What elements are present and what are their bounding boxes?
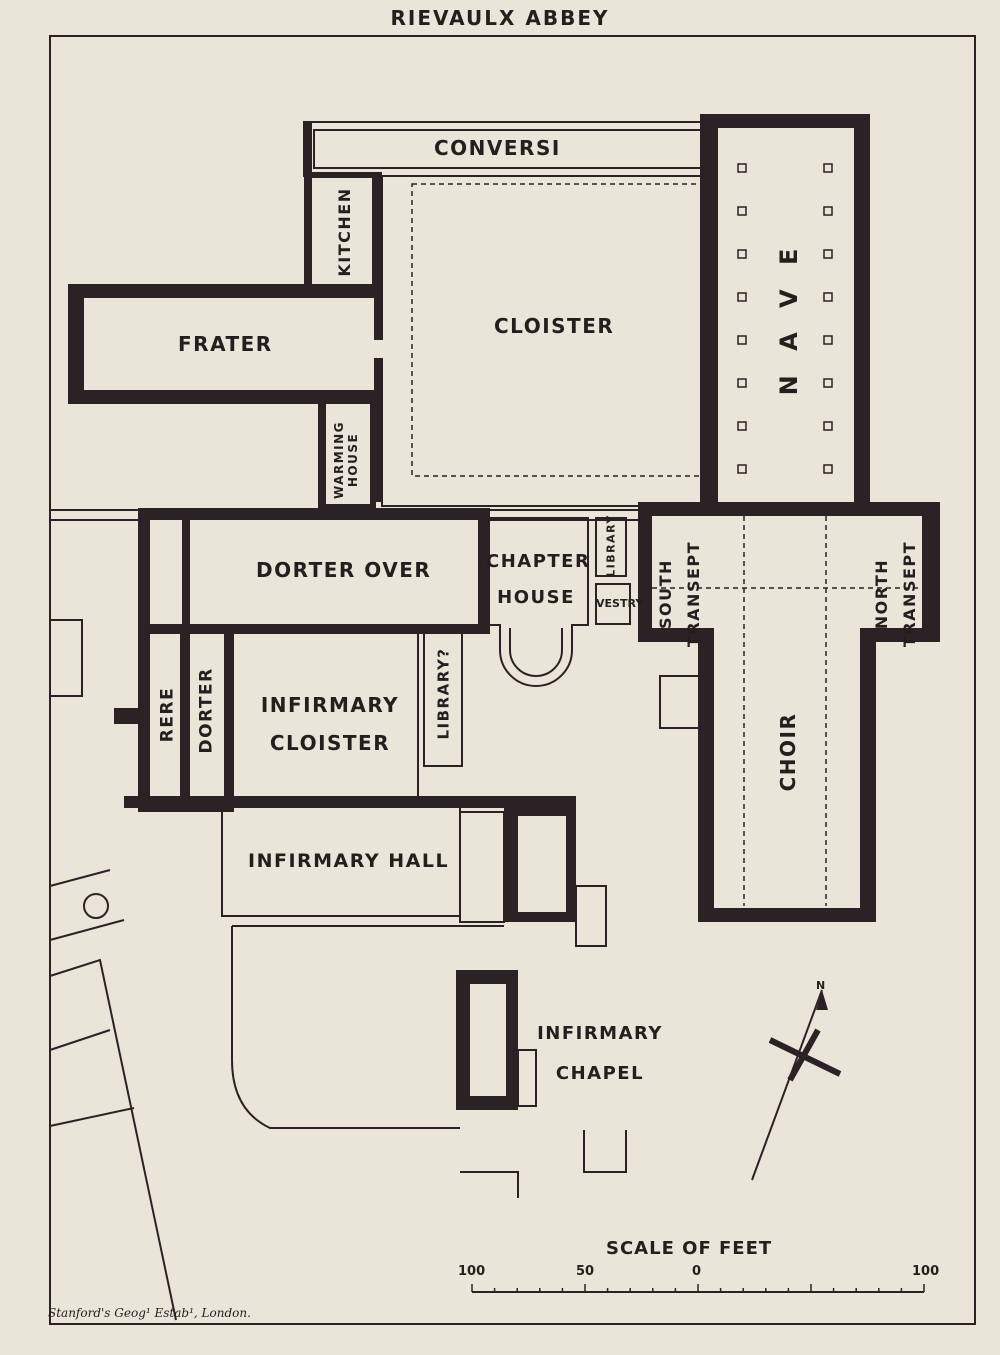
- cloister-walk-outline: [381, 175, 705, 507]
- scale-tick-label-1: 50: [576, 1264, 595, 1279]
- rere-buttress: [114, 708, 140, 724]
- nave-pier: [823, 206, 833, 216]
- nave-pier: [823, 249, 833, 259]
- label-conversi: CONVERSI: [434, 136, 561, 160]
- scale-bar: [471, 1284, 925, 1293]
- nave-pier: [737, 163, 747, 173]
- label-cloister: CLOISTER: [494, 314, 615, 338]
- nave-pier: [737, 249, 747, 259]
- infirmary-annex: [575, 885, 607, 947]
- label-nave: N A V E: [775, 240, 803, 396]
- nave-pier: [823, 464, 833, 474]
- nave-pier: [737, 421, 747, 431]
- map-frame: [49, 35, 976, 1325]
- imprint: Stanford's Geog¹ Estab¹, London.: [48, 1306, 251, 1320]
- transept-interior: [652, 516, 922, 628]
- west-outworks: [49, 619, 177, 1321]
- label-dorter-over: DORTER OVER: [256, 558, 432, 582]
- label-dorter: DORTER: [196, 667, 217, 754]
- scale-tick-label-3: 100: [912, 1264, 940, 1279]
- scale-title: SCALE OF FEET: [606, 1238, 773, 1259]
- nave-piers: [737, 163, 833, 474]
- infirmary-link: [459, 811, 505, 923]
- nave-pier: [737, 206, 747, 216]
- label-library: LIBRARY: [604, 514, 618, 577]
- frater-interior: [84, 298, 374, 390]
- south-transept-annex: [659, 675, 703, 729]
- infirmary-east-interior: [518, 816, 566, 912]
- infirmary-chapel-porch: [517, 1049, 537, 1107]
- nave-pier: [823, 292, 833, 302]
- nave-pier: [823, 421, 833, 431]
- frater-gap: [372, 340, 384, 358]
- scale-tick-label-2: 0: [692, 1264, 702, 1279]
- label-rere: RERE: [157, 686, 178, 743]
- west-well: [83, 893, 109, 919]
- dorter-interior: [190, 634, 224, 800]
- label-warming-house: WARMING HOUSE: [332, 420, 360, 500]
- label-south-transept: SOUTH TRANSEPT: [656, 540, 703, 648]
- infirmary-court: [231, 925, 504, 1129]
- nave-pier: [737, 378, 747, 388]
- nave-pier: [823, 378, 833, 388]
- label-kitchen: KITCHEN: [335, 187, 354, 277]
- label-frater: FRATER: [178, 332, 273, 356]
- chapter-house-apse: [509, 628, 563, 677]
- nave-pier: [737, 335, 747, 345]
- chapter-house-outline: [487, 517, 589, 687]
- nave-pier: [823, 335, 833, 345]
- dorter-over-interior: [190, 520, 478, 624]
- label-infirmary-chapel: INFIRMARY CHAPEL: [537, 1023, 663, 1084]
- fragment-l: [460, 1171, 519, 1198]
- label-infirmary-cloister: INFIRMARY CLOISTER: [260, 693, 400, 755]
- label-infirmary-hall: INFIRMARY HALL: [248, 850, 450, 872]
- label-north-transept: NORTH TRANSEPT: [872, 540, 919, 648]
- nave-pier: [737, 292, 747, 302]
- choir-interior: [714, 622, 860, 908]
- infirmary-chapel-interior: [470, 984, 506, 1096]
- label-vestry: VESTRY: [596, 597, 644, 610]
- map-title: RIEVAULX ABBEY: [390, 6, 610, 30]
- label-library-q: LIBRARY?: [434, 647, 453, 740]
- kitchen-wall-top: [312, 172, 382, 178]
- nave-pier: [823, 163, 833, 173]
- compass-rose: [751, 989, 842, 1181]
- warming-house-interior: [326, 404, 370, 504]
- label-choir: CHOIR: [776, 712, 800, 792]
- nave-interior: [718, 128, 854, 512]
- nave-pier: [737, 464, 747, 474]
- vestry-box: [595, 583, 631, 625]
- conversi-wall: [304, 122, 312, 287]
- rere-interior: [150, 634, 180, 800]
- library-q-box: [423, 627, 463, 767]
- label-chapter-house: CHAPTER HOUSE: [486, 551, 591, 608]
- dorter-over-west: [150, 520, 182, 624]
- scale-tick-label-0: 100: [458, 1264, 486, 1279]
- compass-north-letter: N: [816, 979, 827, 992]
- library-box: [595, 517, 627, 577]
- fragment-u: [583, 1130, 627, 1173]
